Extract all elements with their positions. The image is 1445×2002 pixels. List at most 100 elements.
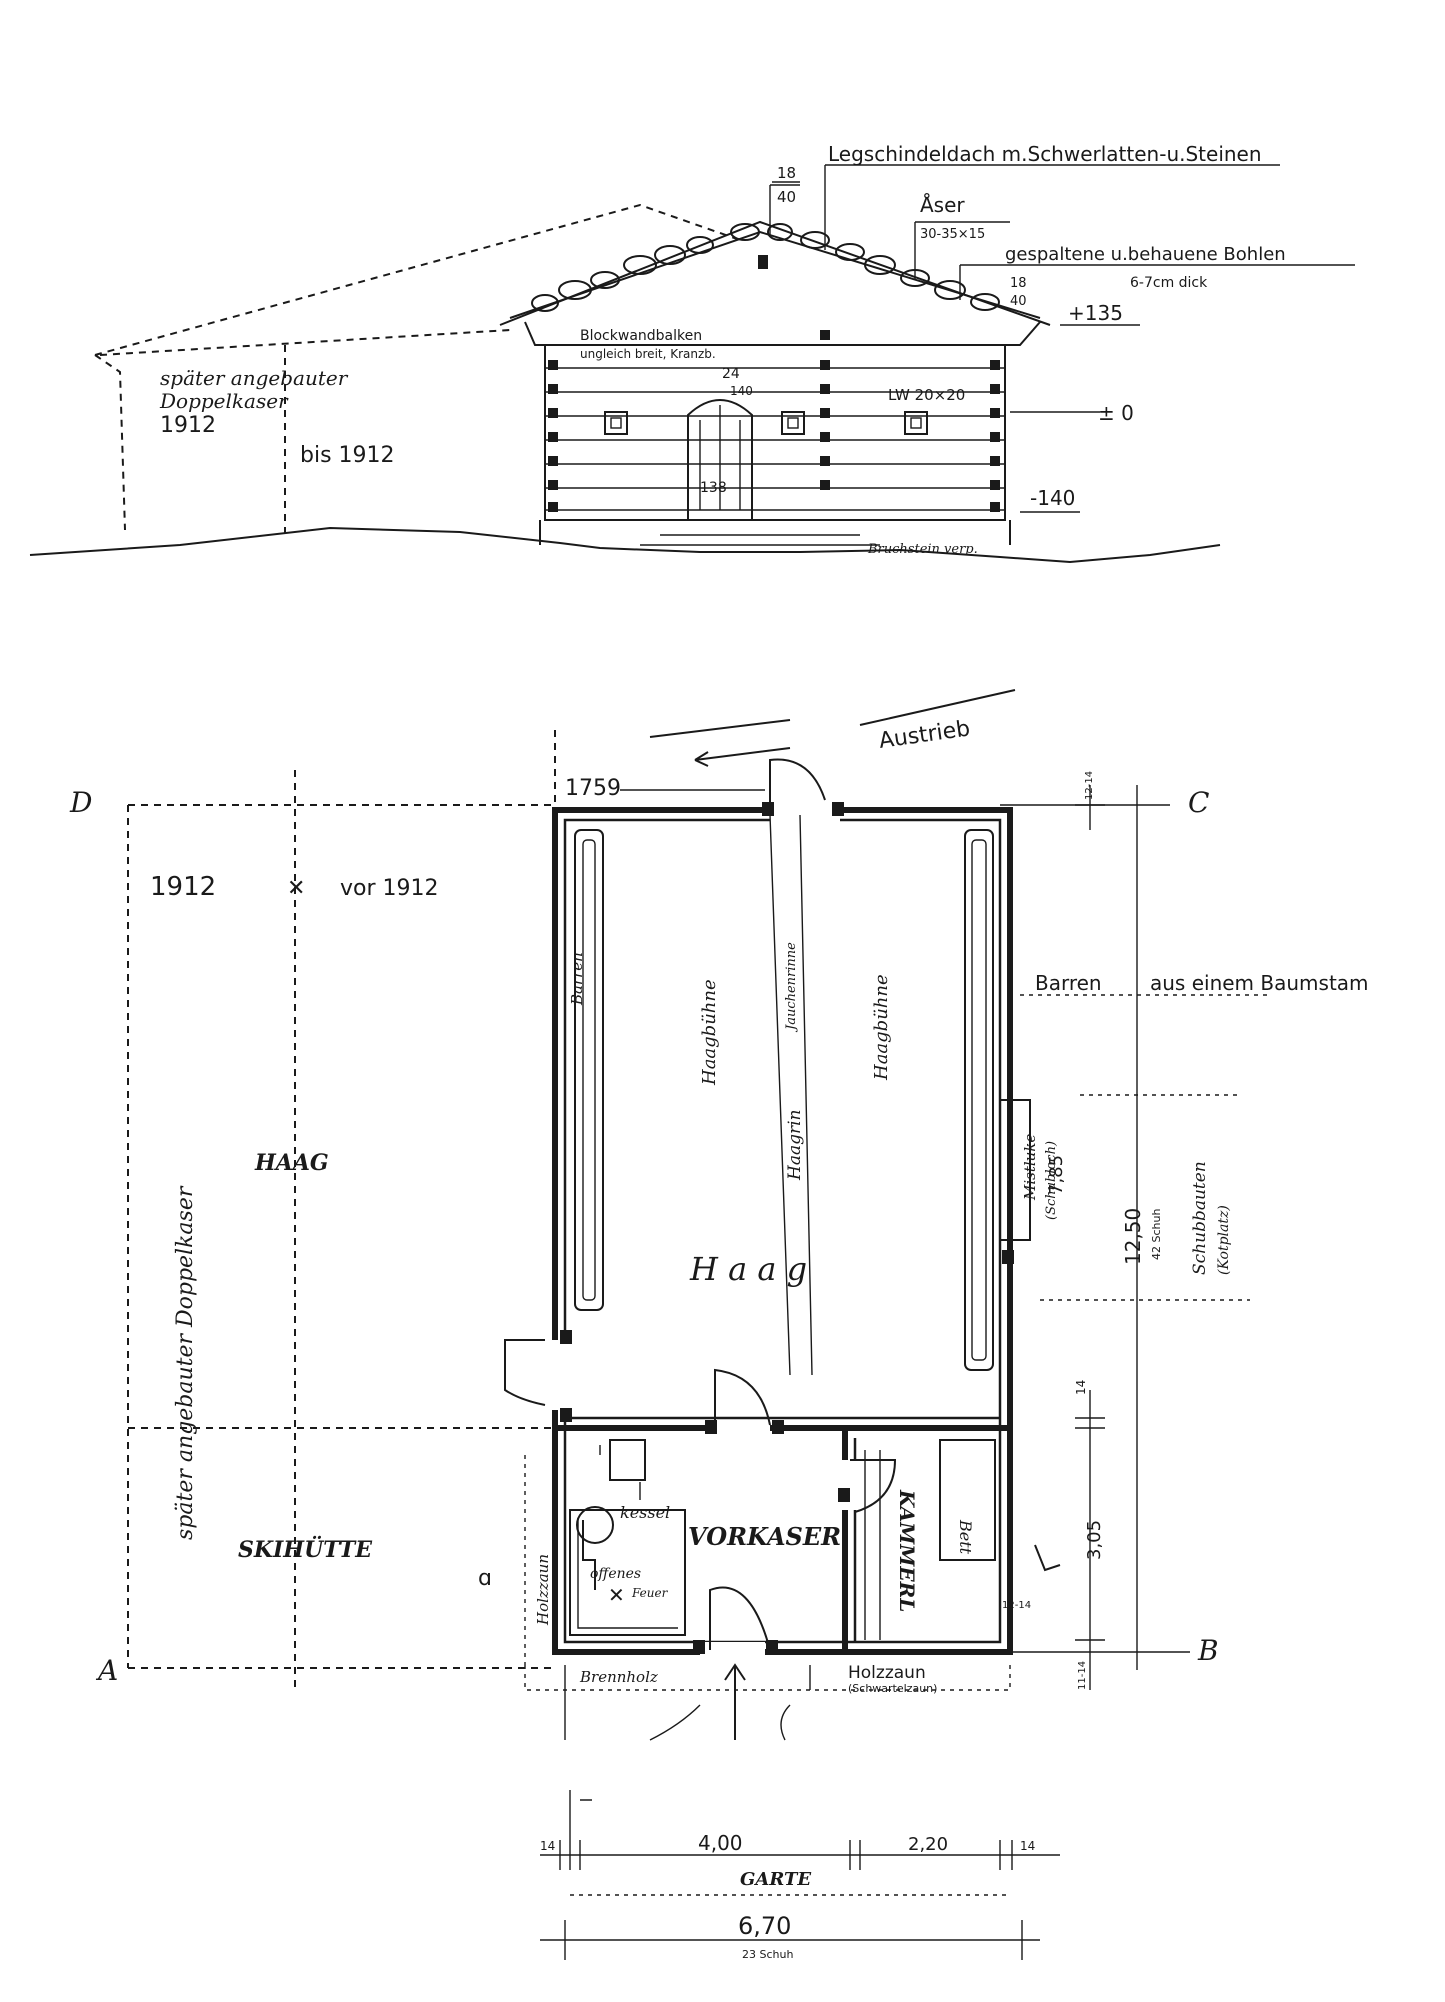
feuer-cross: ✕ — [608, 1583, 625, 1607]
austrieb-line-top — [649, 719, 791, 738]
kessel-label: kessel — [620, 1503, 670, 1522]
dim-1250: 12,50 — [1121, 1208, 1145, 1265]
roof-stones — [531, 223, 1000, 312]
star-mark: ✕ — [287, 876, 305, 901]
dim-670: 6,70 — [738, 1912, 791, 1940]
haagbuehne-left-label: Haagbühne — [699, 979, 720, 1086]
haag-outer-label: HAAG — [254, 1150, 329, 1176]
later-annex-label-1: später angebauter — [160, 366, 349, 390]
corner-a: A — [95, 1654, 118, 1687]
jauchenrinne-channel — [769, 814, 813, 1376]
skihuette-label: SKIHÜTTE — [238, 1535, 373, 1563]
barren-left-trough — [574, 829, 604, 1311]
barren-right-sublabel: aus einem Baumstam — [1150, 971, 1369, 995]
vent-right — [904, 411, 928, 435]
bottom-fence — [524, 1665, 1011, 1691]
elevation-bis-1912: bis 1912 — [300, 443, 395, 468]
plan-vor-1912: vor 1912 — [340, 876, 439, 901]
dim-138: 138 — [700, 480, 727, 496]
ground-line — [29, 526, 1221, 564]
aser-label: Åser — [920, 193, 965, 217]
corner-b: B — [1197, 1634, 1219, 1667]
mistluke-sublabel: (Schubloch) — [1044, 1141, 1059, 1220]
plan-year-1912: 1912 — [150, 872, 216, 902]
level-minus-140: -140 — [1030, 486, 1075, 510]
bed — [939, 1439, 996, 1561]
barren-right-label: Barren — [1035, 971, 1102, 995]
bett-label: Bett — [956, 1519, 975, 1555]
dim-400: 4,00 — [698, 1831, 743, 1855]
floor-plan: Austrieb D C A B 1759 1912 ✕ vor 1912 HA… — [69, 689, 1369, 1961]
aser-dimension: 30-35×15 — [920, 227, 985, 242]
austrieb-label: Austrieb — [877, 716, 971, 754]
corner-c: C — [1188, 786, 1209, 819]
entry-door — [709, 1586, 771, 1651]
kessel-symbol — [576, 1506, 614, 1544]
planks-label: gespaltene u.behauene Bohlen — [1005, 244, 1286, 265]
annex-eave-line — [99, 329, 511, 356]
blockwand-label: Blockwandbalken — [580, 328, 702, 344]
dim-40-bottom: 40 — [777, 188, 796, 206]
log-wall — [539, 255, 1011, 546]
door-posts — [560, 802, 1014, 1654]
holzzaun-left-label: Holzzaun — [534, 1554, 552, 1626]
level-zero: ± 0 — [1098, 401, 1134, 425]
dim-line-670 — [540, 1920, 1040, 1960]
roof-label-leader — [824, 164, 1280, 250]
blockwand-sublabel: ungleich breit, Kranzb. — [580, 347, 716, 361]
dim-305: 3,05 — [1084, 1520, 1105, 1560]
year-1759: 1759 — [565, 776, 621, 801]
holzzaun-bottom-label: Holzzaun — [848, 1663, 926, 1683]
holzzaun-bottom-sublabel: (Schwartelzaun) — [848, 1682, 937, 1695]
brennholz-label: Brennholz — [579, 1668, 658, 1686]
dim-24: 24 — [722, 366, 740, 382]
entry-arrow — [724, 1663, 746, 1740]
log-ends — [548, 255, 1000, 512]
austrieb-line-right — [859, 689, 1016, 726]
corner-d: D — [69, 786, 92, 819]
vent-left — [604, 411, 628, 435]
wall-outline — [544, 344, 1006, 521]
dim-220: 2,20 — [908, 1834, 948, 1855]
elevation-door — [687, 399, 753, 520]
planks-dimension: 6-7cm dick — [1130, 275, 1208, 291]
dim-12-14-low: 12-14 — [1002, 1600, 1031, 1611]
dim-14-left: 14 — [540, 1839, 555, 1853]
bruchstein-label: Bruchstein verp. — [867, 542, 978, 557]
elevation-view: Legschindeldach m.Schwerlatten-u.Steinen… — [29, 142, 1355, 564]
jauchenrinne-label: Jauchenrinne — [784, 942, 799, 1033]
level-plus-135: +135 — [1068, 301, 1123, 325]
kammerl-door — [850, 1459, 897, 1513]
dim-14: 14 — [1074, 1380, 1088, 1395]
mistluke-label: Mistluke — [1021, 1134, 1039, 1201]
dim-40b-bottom: 40 — [1010, 294, 1027, 309]
later-annex-vertical-label: später angebauter Doppelkaser — [173, 1185, 198, 1540]
mistluke-opening — [999, 1099, 1031, 1241]
later-annex-label-2: Doppelkaser — [159, 389, 289, 413]
haag-center-label: H a a g — [689, 1250, 807, 1288]
foundation — [539, 520, 1011, 545]
dim-42-schuh: 42 Schuh — [1150, 1209, 1163, 1260]
annex-roof-outline — [94, 203, 741, 356]
offenes-label: offenes — [590, 1566, 641, 1582]
barren-right-trough — [964, 829, 994, 1371]
side-door — [504, 1339, 546, 1406]
elevation-year-1912: 1912 — [160, 413, 216, 438]
dim-18b-top: 18 — [1010, 276, 1027, 291]
haagrin-label: Haagrin — [785, 1110, 805, 1182]
vorkaser-label: VORKASER — [688, 1522, 841, 1551]
schubbauten-sublabel: (Kotplatz) — [1216, 1205, 1232, 1275]
schubbauten-label: Schubbauten — [1190, 1161, 1210, 1275]
dim-785: 7,85 — [1046, 1155, 1067, 1195]
main-door — [769, 758, 826, 805]
feuer-label: Feuer — [631, 1586, 669, 1600]
dim-23-schuh: 23 Schuh — [742, 1948, 793, 1961]
marker-a: ɑ — [478, 1566, 492, 1591]
hearth — [569, 1509, 686, 1636]
barren-left-label: Barren — [568, 952, 586, 1006]
roof-material-label: Legschindeldach m.Schwerlatten-u.Steinen — [828, 142, 1262, 166]
log-lines — [545, 367, 1005, 511]
vent-middle — [781, 411, 805, 435]
haagbuehne-right-label: Haagbühne — [871, 974, 892, 1081]
